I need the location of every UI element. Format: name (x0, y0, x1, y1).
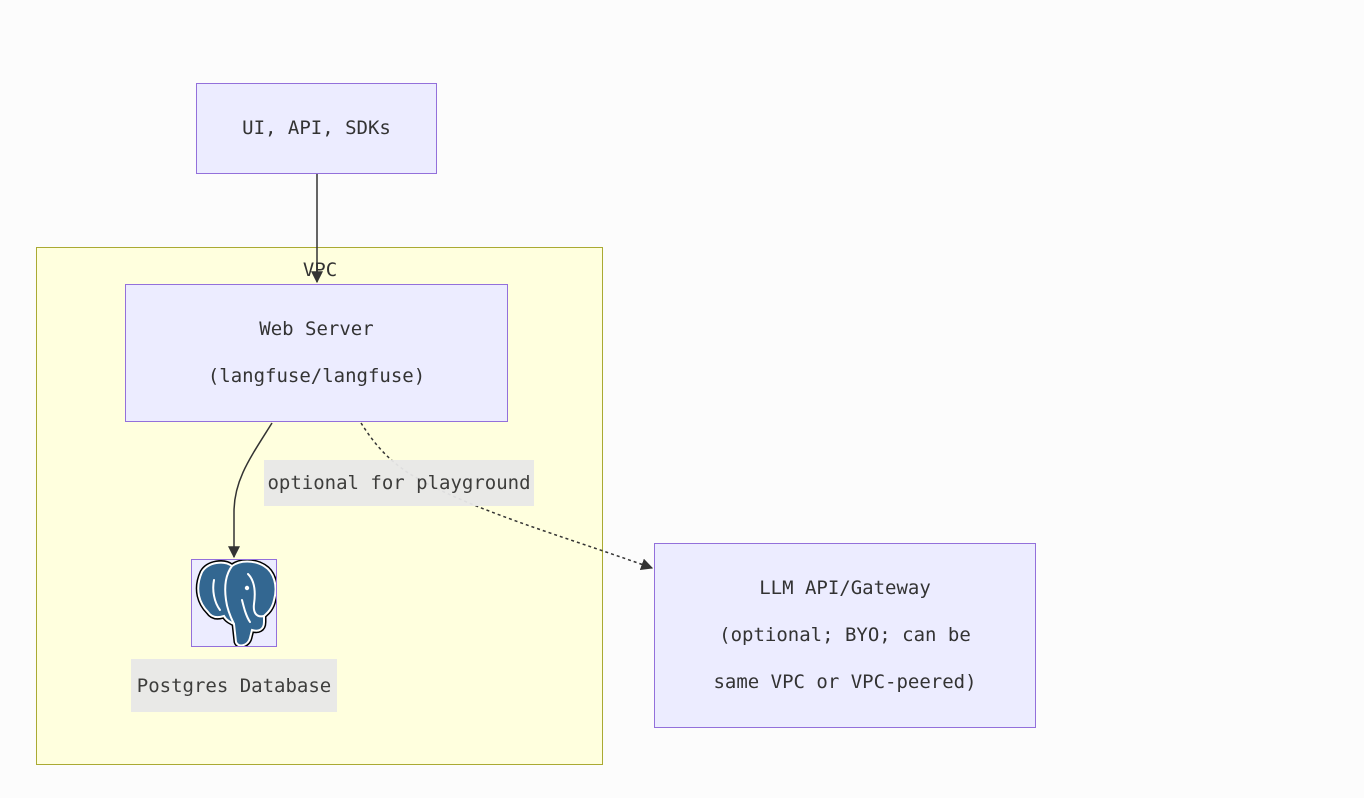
edge-webserver-to-postgres (228, 422, 273, 559)
llm-gateway-note-2: same VPC or VPC-peered) (713, 671, 977, 693)
web-server-image: (langfuse/langfuse) (207, 365, 426, 387)
llm-gateway-node: LLM API/Gateway (optional; BYO; can be s… (654, 543, 1036, 728)
postgres-node-label: Postgres Database (131, 659, 337, 712)
llm-gateway-note-1: (optional; BYO; can be (719, 624, 971, 646)
edge-label-playground: optional for playground (264, 460, 534, 506)
postgres-node (191, 559, 277, 647)
llm-gateway-title: LLM API/Gateway (759, 577, 931, 599)
client-node-label: UI, API, SDKs (242, 117, 391, 139)
client-node: UI, API, SDKs (196, 83, 437, 174)
postgres-elephant-icon (195, 560, 276, 646)
web-server-node: Web Server (langfuse/langfuse) (125, 284, 508, 422)
web-server-title: Web Server (259, 318, 374, 340)
